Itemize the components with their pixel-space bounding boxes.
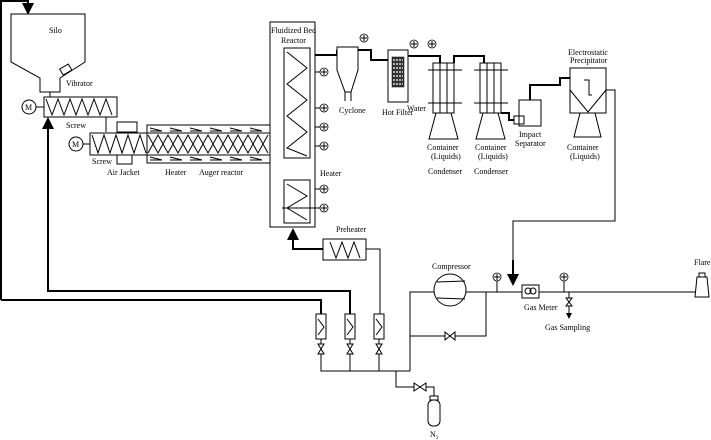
silo: Silo Vibrator (10, 13, 93, 93)
heater-auger-label: Heater (165, 168, 187, 177)
condenser-1-label: Condenser (428, 167, 463, 176)
container-3-label-2: (Liquids) (570, 152, 600, 161)
bypass-valve (444, 330, 456, 342)
impact-separator: Impact Separator (513, 99, 546, 148)
air-jacket-bottom (116, 154, 133, 165)
rotameters (315, 313, 410, 372)
esp-label-1: Electrostatic (568, 48, 608, 57)
condenser-1: Water Container (Liquids) Condenser (407, 62, 463, 176)
esp-outlet-line (512, 89, 616, 285)
screw-1-label: Screw (66, 121, 86, 130)
compressor: Compressor (432, 262, 471, 307)
filter-to-condenser (408, 55, 441, 63)
gas-sampling-valve: Gas Sampling (545, 292, 590, 332)
impact-label-1: Impact (519, 130, 542, 139)
impact-label-2: Separator (515, 139, 546, 148)
compressor-bypass (410, 292, 487, 337)
container-3-label-1: Container (567, 143, 599, 152)
condenser-2-label: Condenser (474, 167, 509, 176)
screw-2-label: Screw (92, 157, 112, 166)
compressor-label: Compressor (432, 262, 471, 271)
cyclone-label: Cyclone (339, 106, 366, 115)
preheater-feed (366, 248, 381, 314)
container-2-label-2: (Liquids) (478, 152, 508, 161)
flare: Flare (694, 258, 711, 298)
recycle-gas-line (0, 0, 34, 300)
container-1-label-2: (Liquids) (431, 152, 461, 161)
air-jacket-label: Air Jacket (107, 168, 140, 177)
preheater: Preheater (322, 225, 367, 261)
condenser-2: Container (Liquids) Condenser (474, 62, 509, 176)
gas-meter: Gas Meter (521, 284, 558, 312)
hot-filter-label: Hot Filter (382, 108, 414, 117)
gas-meter-label: Gas Meter (524, 303, 558, 312)
fluidized-bed-reactor: Fluidized Bed Reactor Heater (269, 21, 342, 228)
vibrator-body (58, 63, 73, 76)
silo-label: Silo (49, 26, 62, 35)
vibrator-label: Vibrator (66, 79, 93, 88)
fbr-gauges (315, 67, 329, 213)
container-2-label-1: Container (475, 143, 507, 152)
nitrogen-supply: N 2 (395, 371, 441, 440)
electrostatic-precipitator: Electrostatic Precipitator Container (Li… (567, 48, 608, 161)
impact-to-esp (529, 77, 570, 100)
recycle-bottom-line (1, 299, 322, 314)
preheater-to-fbr (287, 228, 323, 250)
n2-label: N (430, 430, 436, 439)
return-line (42, 117, 351, 314)
cyclone-to-filter (358, 49, 388, 61)
fbr-heater-label: Heater (320, 169, 342, 178)
gas-meter-gauge (559, 272, 569, 292)
air-jacket-top (116, 121, 138, 133)
screw-conveyor-1: M Screw (21, 96, 118, 130)
container-1-label-1: Container (427, 143, 459, 152)
gas-sampling-label: Gas Sampling (545, 323, 590, 332)
auger-reactor-label: Auger reactor (199, 168, 244, 177)
esp-label-2: Precipitator (570, 56, 608, 65)
water-label: Water (407, 104, 426, 113)
fbr-label-2: Reactor (281, 36, 306, 45)
flare-label: Flare (694, 258, 711, 267)
preheater-label: Preheater (336, 225, 367, 234)
motor-2-label: M (72, 140, 79, 149)
cyclone: Cyclone (336, 33, 369, 115)
n2-subscript: 2 (436, 436, 439, 440)
motor-1-label: M (25, 103, 32, 112)
auger-reactor: Heater Auger reactor (146, 124, 271, 177)
fbr-label-1: Fluidized Bed (271, 26, 316, 35)
compressor-inlet (409, 291, 434, 371)
hot-filter: Hot Filter (382, 39, 437, 117)
fbr-to-cyclone (315, 50, 338, 56)
compressor-gauge (492, 272, 502, 292)
condenser-link (453, 55, 485, 63)
